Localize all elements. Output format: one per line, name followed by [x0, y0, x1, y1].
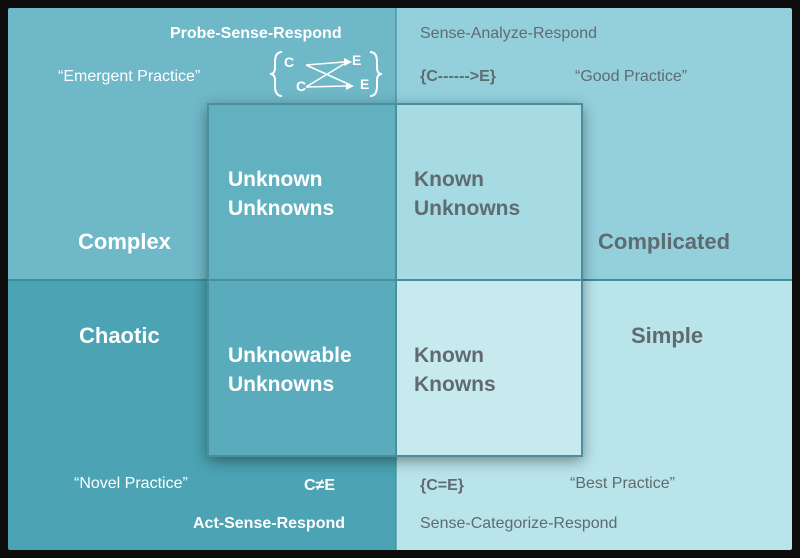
best-practice-label: “Best Practice”	[570, 475, 675, 492]
known-knowns-label: Known Knowns	[414, 344, 496, 396]
known-unknowns-cell: Known Unknowns	[396, 104, 582, 280]
sense-categorize-respond-label: Sense-Categorize-Respond	[420, 515, 618, 532]
unknowable-unknowns-label: Unknowable Unknowns	[228, 344, 352, 396]
known-unknowns-label: Known Unknowns	[414, 168, 521, 220]
unknowable-unknowns-cell: Unknowable Unknowns	[208, 280, 396, 456]
good-practice-label: “Good Practice”	[575, 68, 688, 85]
complicated-relation: {C------>E}	[420, 68, 496, 85]
unknown-unknowns-label: Unknown Unknowns	[228, 168, 335, 220]
unknown-unknowns-cell: Unknown Unknowns	[208, 104, 396, 280]
effect-2: E	[360, 76, 370, 92]
act-sense-respond-label: Act-Sense-Respond	[193, 515, 346, 532]
known-knowns-cell: Known Knowns	[396, 280, 582, 456]
causal-arrows-icon	[270, 51, 382, 97]
cause-1: C	[284, 54, 295, 70]
complex-causal-relation: C C E E	[270, 48, 382, 100]
sense-analyze-respond-label: Sense-Analyze-Respond	[420, 25, 597, 42]
emergent-practice-label: “Emergent Practice”	[58, 68, 201, 85]
effect-1: E	[352, 52, 362, 68]
cynefin-diagram: Probe-Sense-Respond Sense-Analyze-Respon…	[8, 8, 792, 550]
simple-relation: {C=E}	[420, 477, 465, 494]
probe-sense-respond-label: Probe-Sense-Respond	[170, 25, 342, 42]
chaotic-relation: C≠E	[304, 477, 336, 494]
cause-2: C	[296, 78, 307, 94]
complex-domain-label: Complex	[78, 229, 171, 254]
complicated-domain-label: Complicated	[598, 229, 731, 254]
simple-domain-label: Simple	[631, 323, 704, 348]
knowledge-matrix: Unknown Unknowns Known Unknowns Unknowab…	[207, 103, 583, 457]
novel-practice-label: “Novel Practice”	[74, 475, 188, 492]
chaotic-domain-label: Chaotic	[79, 323, 160, 348]
